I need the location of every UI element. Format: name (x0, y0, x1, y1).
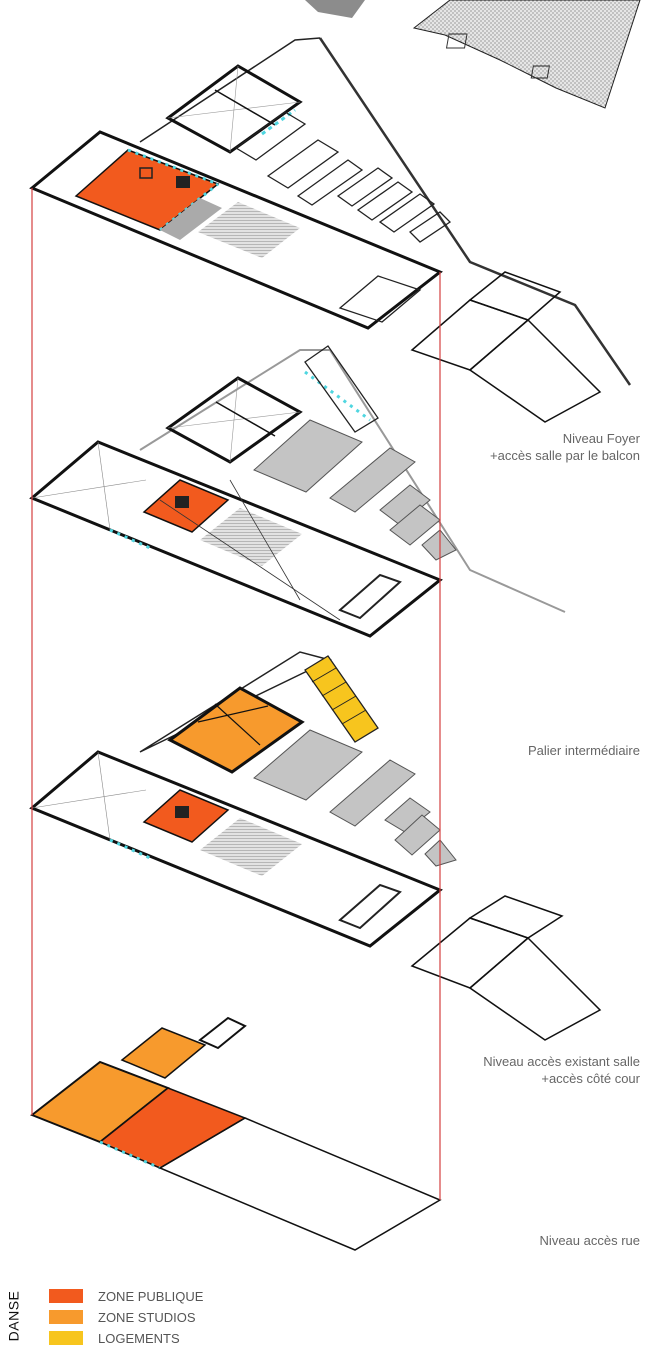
palier-gray-zone (253, 729, 363, 801)
palier-logements-zone (304, 655, 379, 743)
foyer-upper-outline (139, 37, 321, 143)
roof-hatched-slab (412, 0, 641, 109)
legend-label: LOGEMENTS (98, 1330, 180, 1346)
legend-swatch (49, 1331, 83, 1345)
level-label-rue: Niveau accès rue (539, 1233, 640, 1248)
palier-seating (200, 818, 302, 876)
legend-swatch (49, 1310, 83, 1324)
roof-dark-slab (305, 0, 365, 18)
foyer-annex-box (410, 271, 602, 423)
rue-studios-small (120, 1027, 207, 1079)
foyer-seating (198, 202, 300, 258)
roof-skylight (530, 65, 550, 79)
level-label-palier: Palier intermédiaire (528, 743, 640, 758)
level-balcon-plan (29, 345, 566, 638)
level-label-foyer: Niveau Foyer +accès salle par le balcon (490, 431, 640, 463)
legend-item-publique: ZONE PUBLIQUE (49, 1288, 203, 1304)
balcon-gray-zone (253, 419, 363, 493)
legend: DANSE ZONE PUBLIQUE ZONE STUDIOS LOGEMEN… (0, 1282, 300, 1346)
foyer-gray-circulation (160, 198, 222, 240)
balcon-seating (200, 508, 302, 566)
legend-label: ZONE PUBLIQUE (98, 1288, 204, 1304)
legend-item-studios: ZONE STUDIOS (49, 1309, 196, 1325)
level-palier-plan (29, 651, 457, 948)
foyer-diagonal-wall (318, 37, 632, 386)
legend-item-logements: LOGEMENTS (49, 1330, 180, 1346)
roof-skylight (445, 33, 468, 49)
level-rue-plan (30, 1016, 442, 1251)
roof-level (305, 0, 641, 109)
legend-swatch (49, 1289, 83, 1303)
palier-annex-box (410, 895, 602, 1041)
legend-title: DANSE (5, 1290, 22, 1342)
legend-label: ZONE STUDIOS (98, 1309, 196, 1325)
level-label-acces-salle: Niveau accès existant salle +accès côté … (483, 1054, 640, 1086)
